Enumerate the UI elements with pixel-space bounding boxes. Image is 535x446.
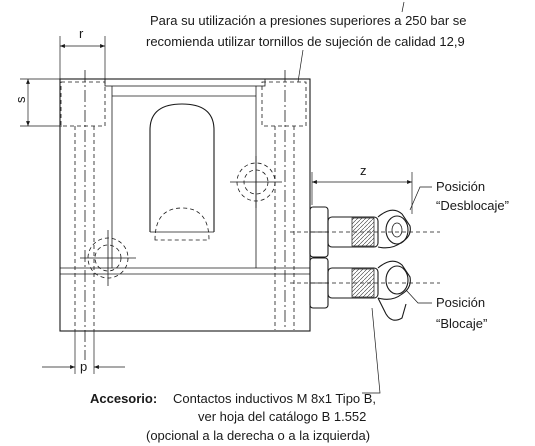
clamp-body: [59, 78, 311, 332]
unlock-label-line2: “Desblocaje”: [436, 198, 509, 213]
s-label: s: [13, 96, 28, 103]
top-plate: [104, 78, 266, 87]
left-counterbore: [60, 81, 106, 127]
lower-sensor-cap: [385, 265, 409, 295]
note-leader: [297, 49, 304, 83]
accessory-label: Accesorio:: [90, 391, 157, 406]
upper-sensor-cap: [385, 215, 409, 245]
inductive-sensors: [290, 206, 440, 321]
p-label: p: [80, 359, 87, 374]
note-tick: [401, 1, 405, 13]
piston-outline: [149, 103, 215, 232]
note-line-2: recomienda utilizar tornillos de sujeció…: [146, 34, 465, 49]
dimension-s: s: [13, 78, 62, 127]
lock-leader: [405, 289, 432, 304]
mounting-holes: [60, 70, 307, 360]
piston: [149, 103, 215, 241]
unlock-label-line1: Posición: [436, 179, 485, 194]
accessory-callout: Accesorio: Contactos inductivos M 8x1 Ti…: [90, 307, 381, 443]
r-label: r: [79, 26, 84, 41]
body-outline: [59, 78, 311, 332]
upper-sensor-body: [327, 216, 379, 248]
ports: [80, 156, 282, 286]
lower-sensor-elbow: [377, 260, 411, 300]
dimension-r: r: [59, 26, 106, 82]
upper-sensor-knurl: [351, 217, 375, 247]
accessory-line-1: Contactos inductivos M 8x1 Tipo B,: [173, 391, 376, 406]
dimension-z: z: [311, 163, 413, 214]
lock-label-line2: “Blocaje”: [436, 316, 487, 331]
pressure-note: Para su utilización a presiones superior…: [146, 1, 467, 83]
accessory-leader: [362, 307, 381, 394]
right-counterbore: [261, 81, 307, 127]
dimension-p: p: [42, 330, 125, 374]
position-labels: Posición “Desblocaje” Posición “Blocaje”: [405, 179, 509, 331]
lock-label-line1: Posición: [436, 295, 485, 310]
accessory-line-3: (opcional a la derecha o a la izquierda): [146, 428, 370, 443]
note-line-1: Para su utilización a presiones superior…: [150, 13, 467, 28]
unlock-leader: [409, 186, 432, 211]
lower-sensor-cable: [377, 297, 407, 321]
lower-sensor-body: [327, 267, 379, 299]
piston-tip-hidden: [154, 207, 210, 241]
upper-sensor-elbow: [377, 209, 411, 249]
z-label: z: [360, 163, 367, 178]
upper-sensor-cap-inner: [391, 222, 403, 238]
lower-sensor-knurl: [351, 268, 375, 298]
accessory-line-2: ver hoja del catálogo B 1.552: [198, 409, 366, 424]
